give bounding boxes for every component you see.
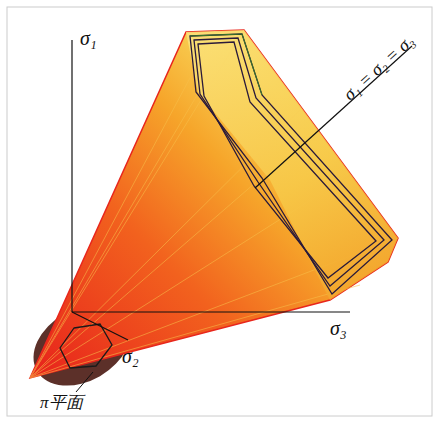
cone-rulings	[30, 30, 398, 378]
axis-label: σ₁ = σ₂ = σ₃	[340, 31, 417, 103]
axis-label: σ₁	[80, 28, 97, 48]
frame	[7, 7, 432, 416]
leader-line	[76, 372, 93, 392]
green-outline	[190, 34, 262, 95]
plane-label: π平面	[40, 394, 83, 411]
axis-label: σ₃	[330, 318, 347, 338]
axis-label: σ₂	[122, 346, 139, 366]
pi-hexagon	[60, 324, 112, 368]
cone	[30, 30, 398, 378]
